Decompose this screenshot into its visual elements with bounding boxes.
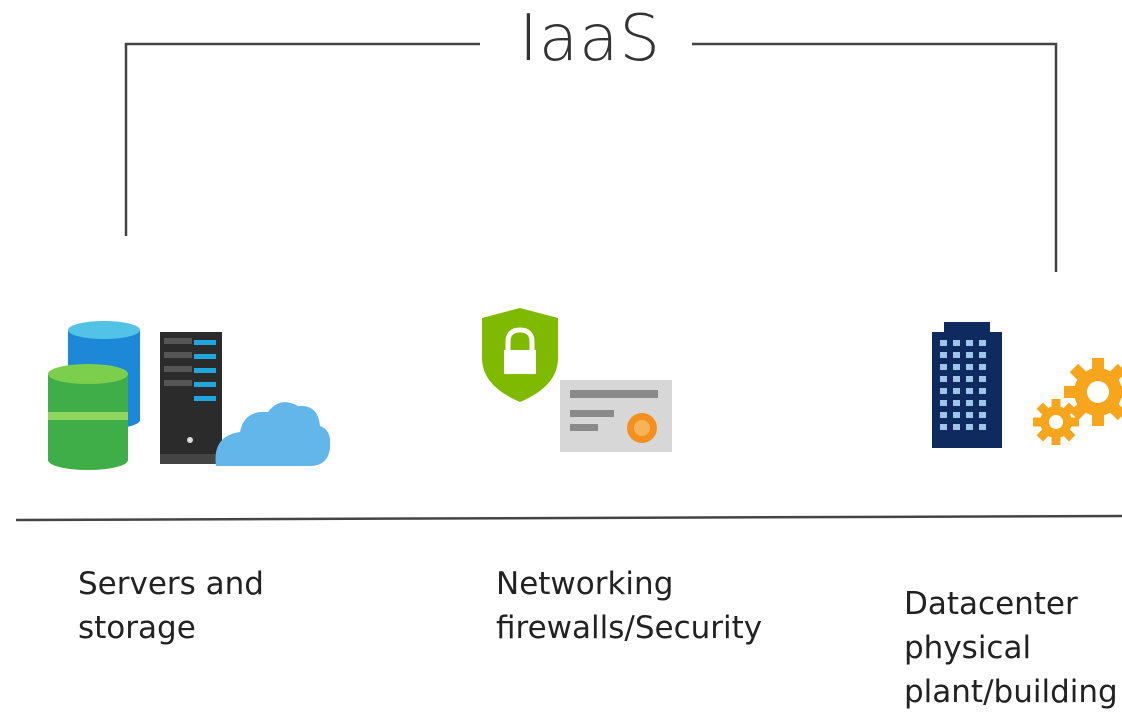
certificate-card-icon <box>560 380 672 452</box>
servers-storage-icons <box>48 321 330 470</box>
cloud-icon <box>215 402 330 466</box>
bracket-right-segment <box>692 42 1058 272</box>
label-servers-storage: Servers and storage <box>78 566 264 646</box>
divider-line <box>15 514 1122 522</box>
bracket-left-segment <box>124 42 480 236</box>
label-networking-security: Networking firewalls/Security <box>496 566 763 646</box>
datacenter-icons <box>932 322 1122 448</box>
diagram-title: IaaS <box>519 2 661 76</box>
server-tower-icon <box>160 332 222 464</box>
label-datacenter-building: Datacenter physical plant/building <box>904 586 1118 710</box>
database-icon <box>48 321 140 470</box>
gears-icon <box>1033 358 1122 445</box>
shield-lock-icon <box>482 308 558 402</box>
iaas-bracket <box>124 42 1058 272</box>
office-building-icon <box>932 322 1002 448</box>
network-security-icons <box>482 308 672 452</box>
